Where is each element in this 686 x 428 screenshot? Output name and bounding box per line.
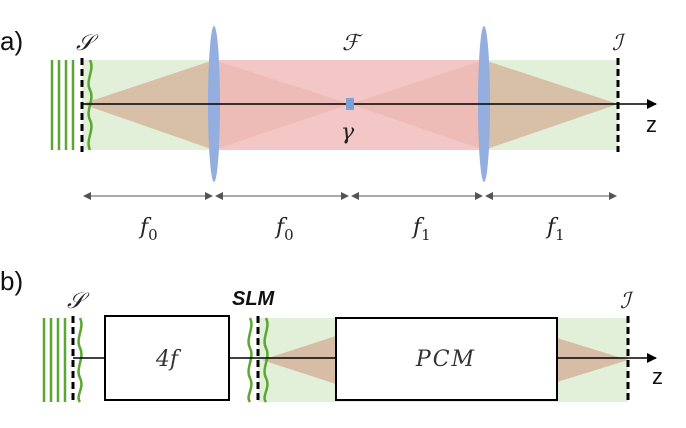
cone-fourier-right xyxy=(350,60,484,150)
plane-wave-lines xyxy=(50,60,75,150)
slm-label: SLM xyxy=(232,288,276,310)
cone-image xyxy=(484,60,618,150)
box-4f-label: 4f xyxy=(155,347,182,372)
distorted-wavefront xyxy=(87,59,93,151)
image-plane-label-b: ℐ xyxy=(620,289,634,314)
phase-filter xyxy=(346,98,354,110)
panel-a: a) 𝒮 ℱ ℐ z γ f0 f0 f1 f1 xyxy=(0,26,657,244)
cone-image-b xyxy=(557,338,628,382)
panel-b-tag: b) xyxy=(0,266,23,296)
image-plane-label: ℐ xyxy=(612,31,626,56)
slm-wavefront-left xyxy=(247,317,253,403)
box-4f xyxy=(104,315,230,401)
slm-wavefront-right xyxy=(263,317,269,403)
source-plane-label: 𝒮 xyxy=(76,31,99,56)
dim-label-1: f0 xyxy=(138,215,158,244)
axis-label-z-b: z xyxy=(652,364,663,389)
cone-fourier-left xyxy=(214,60,350,150)
box-pcm-label: PCM xyxy=(415,347,476,372)
dim-label-4: f1 xyxy=(545,215,565,244)
dim-label-2: f0 xyxy=(274,215,294,244)
phase-filter-label: γ xyxy=(341,120,355,145)
cone-slm xyxy=(262,336,336,384)
dim-label-3: f1 xyxy=(411,215,431,244)
axis-label-z-a: z xyxy=(646,112,657,137)
box-pcm xyxy=(335,317,558,401)
cone-source xyxy=(82,60,214,150)
distorted-wavefront-b xyxy=(77,317,83,403)
panel-a-tag: a) xyxy=(0,26,23,56)
panel-b: b) 𝒮 SLM ℐ z 4f PCM xyxy=(0,266,663,404)
source-plane-label-b: 𝒮 xyxy=(67,289,90,314)
plane-wave-lines-b xyxy=(42,318,67,402)
fourier-plane-label: ℱ xyxy=(342,31,363,56)
